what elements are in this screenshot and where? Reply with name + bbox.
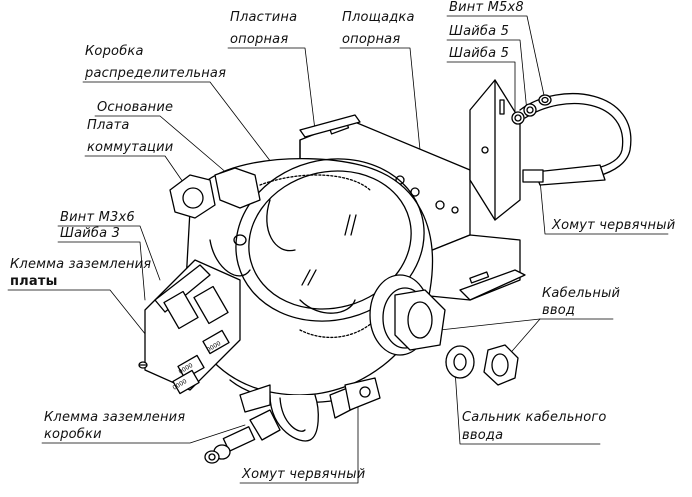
vertical-pad	[469, 79, 521, 221]
cable-seal	[445, 345, 475, 379]
label-kabelny-line2: ввод	[542, 303, 576, 318]
terminal-board	[144, 259, 241, 395]
top-left-gland	[169, 167, 261, 219]
label-shaiba3: Шайба 3	[60, 226, 121, 241]
bottom-clamp	[239, 377, 381, 442]
cable-entry	[369, 274, 446, 356]
box-ground-terminal	[204, 409, 281, 464]
cable-nut	[483, 344, 519, 386]
label-kabelny-line1: Кабельный	[542, 286, 621, 301]
label-plastina-line2: опорная	[230, 32, 289, 47]
label-khomut-top: Хомут червячный	[552, 218, 676, 233]
worm-clamp-top	[519, 92, 632, 186]
small-screw	[138, 361, 148, 369]
label-osnovanie: Основание	[97, 100, 174, 115]
label-salnik-line2: ввода	[462, 428, 504, 443]
label-klemma-korobki-line2: коробки	[44, 427, 102, 442]
label-plata-line2: коммутации	[87, 140, 174, 155]
label-klemma-platy-line2: платы	[10, 274, 58, 289]
distribution-box	[184, 157, 434, 403]
label-ploshchadka-line1: Площадка	[342, 10, 415, 25]
label-ploshchadka-line2: опорная	[342, 32, 401, 47]
label-khomut-bottom: Хомут червячный	[242, 467, 366, 482]
label-plastina-line1: Пластина	[230, 10, 298, 25]
label-korobka-line1: Коробка	[85, 44, 144, 59]
label-salnik-line1: Сальник кабельного	[462, 410, 607, 425]
label-klemma-platy-line1: Клемма заземления	[10, 257, 152, 272]
label-vint-m5: Винт М5х8	[449, 0, 524, 15]
label-korobka-line2: распределительная	[85, 66, 227, 81]
label-plata-line1: Плата	[87, 118, 130, 133]
label-klemma-korobki-line1: Клемма заземления	[44, 410, 186, 425]
label-vint-m3: Винт М3х6	[60, 210, 135, 225]
label-shaiba5-a: Шайба 5	[449, 24, 510, 39]
label-shaiba5-b: Шайба 5	[449, 46, 510, 61]
screw-m5	[511, 94, 552, 125]
